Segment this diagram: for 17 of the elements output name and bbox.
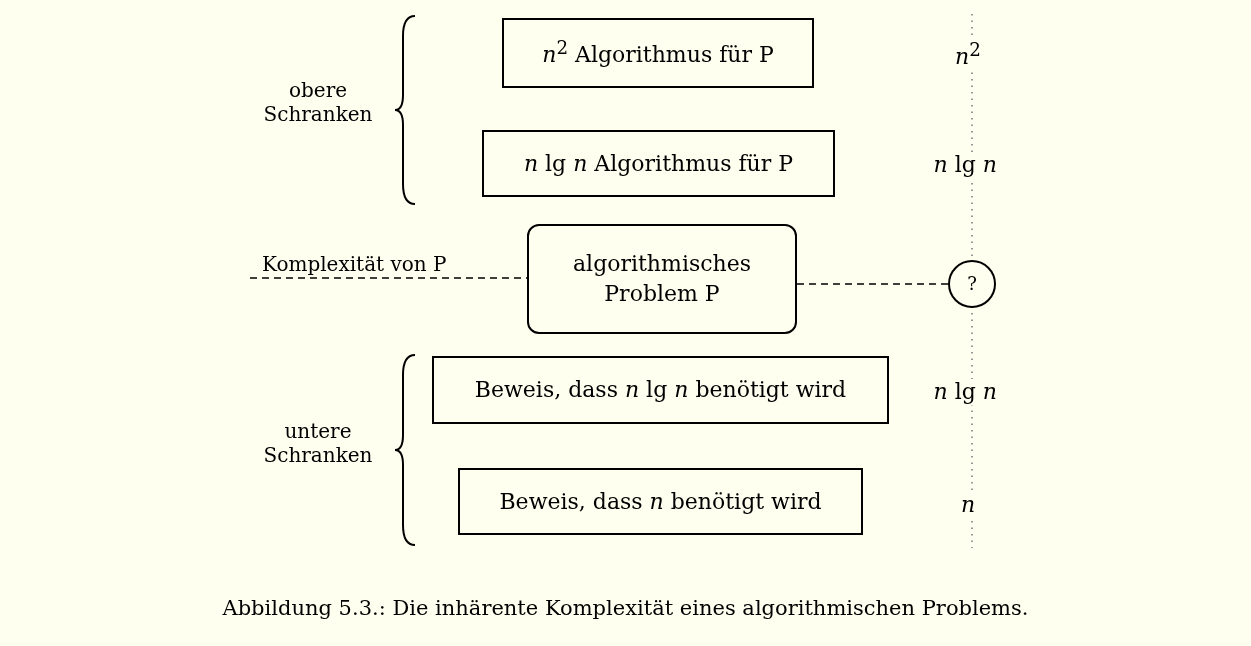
box-text: Beweis, dass n benötigt wird [499,487,822,516]
process-box [432,356,889,424]
process-box [458,468,863,535]
figure-caption: Abbildung 5.3.: Die inhärente Komplexität eines algorithmischen Problems. [222,596,1029,620]
question-circle [948,260,996,308]
bracket-caption: obere Schranken [262,78,374,126]
dashed-line [796,283,949,285]
box-text: n lg n Algorithmus für P [523,149,794,178]
rounded-box [527,224,797,334]
bracket-caption: untere Schranken [262,419,374,467]
box-text: ? [967,271,977,296]
box-text: algorithmisches Problem P [572,250,752,308]
complexity-term: n$^{2}$ [953,39,983,71]
box-text: Beweis, dass n lg n benötigt wird [474,376,847,405]
box-text: n$^{2}$ Algorithmus für P [542,36,774,70]
process-box [502,18,814,88]
process-box [482,130,835,197]
